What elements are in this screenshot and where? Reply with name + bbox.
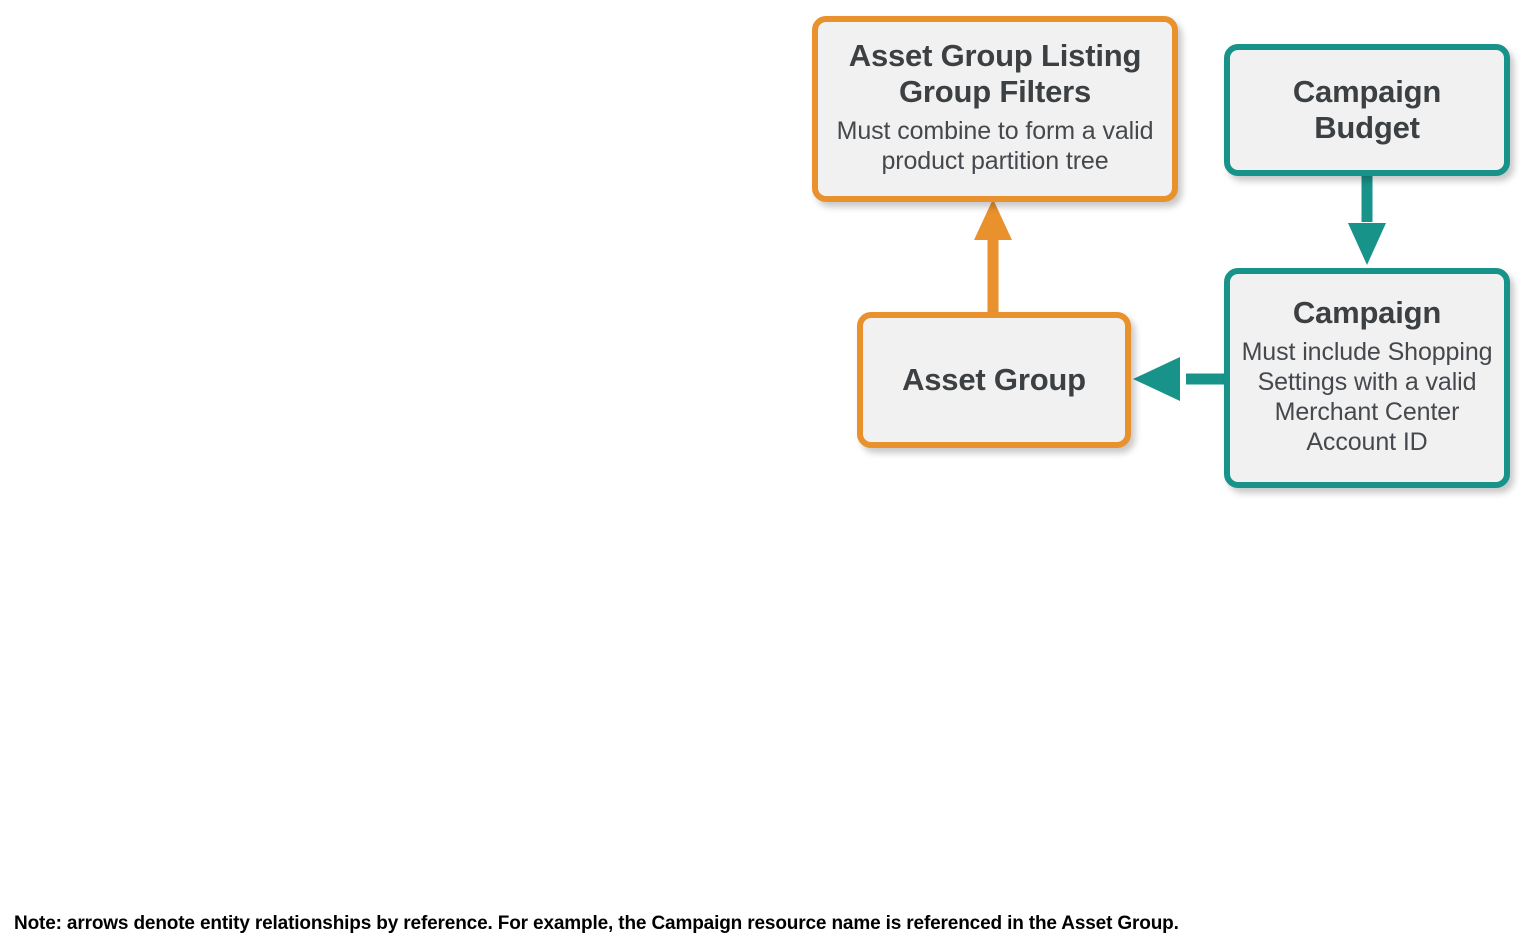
node-asset-group[interactable]: Asset Group (857, 312, 1131, 448)
diagram-footnote: Note: arrows denote entity relationships… (14, 913, 1179, 934)
node-subtitle: Must combine to form a valid product par… (836, 117, 1154, 176)
node-title: Asset Group (902, 362, 1086, 398)
node-campaign-budget[interactable]: Campaign Budget (1224, 44, 1510, 176)
arrow-campaign-to-asset-group (1133, 357, 1228, 401)
node-asset-group-listing-group-filters[interactable]: Asset Group Listing Group Filters Must c… (812, 16, 1178, 202)
node-title: Campaign Budget (1292, 74, 1442, 145)
node-subtitle: Must include Shopping Settings with a va… (1241, 338, 1493, 457)
arrow-asset-group-to-listing-group-filters (974, 199, 1012, 314)
arrow-campaign-budget-to-campaign (1348, 172, 1386, 265)
node-title: Asset Group Listing Group Filters (848, 37, 1142, 109)
node-campaign[interactable]: Campaign Must include Shopping Settings … (1224, 268, 1510, 488)
node-title: Campaign (1292, 294, 1442, 330)
